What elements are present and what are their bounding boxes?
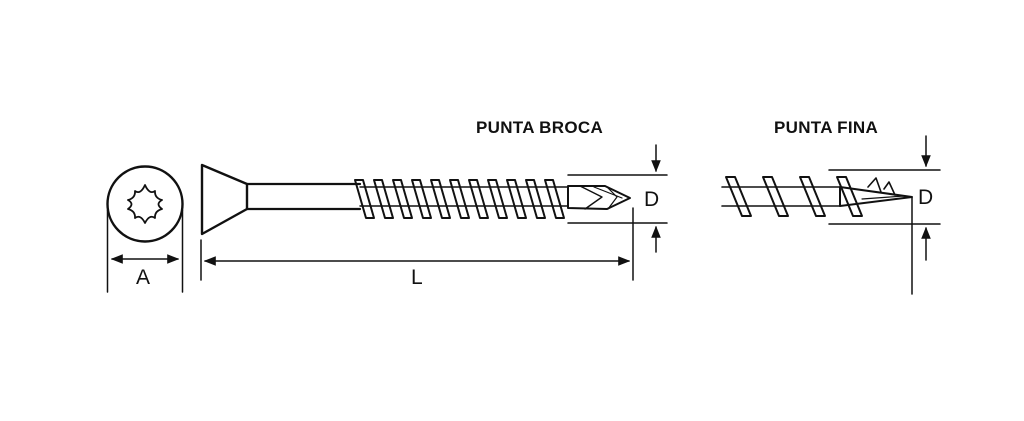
drill-tip-title: PUNTA BROCA — [476, 118, 604, 137]
dimension-d-fine — [828, 135, 941, 295]
fine-tip-point — [839, 186, 913, 207]
dimension-d-drill — [567, 144, 668, 253]
label-d-fine: D — [918, 186, 934, 209]
label-d-drill: D — [644, 188, 660, 211]
fine-tip-thread-turns — [725, 176, 863, 217]
drill-tip — [567, 185, 631, 210]
torx-recess-icon — [127, 184, 163, 224]
fine-tip-title: PUNTA FINA — [774, 118, 879, 137]
screw-head-top-view — [106, 165, 184, 243]
screw-fine-tip-view — [721, 176, 913, 217]
dimension-a — [106, 209, 184, 293]
label-l: L — [411, 266, 423, 289]
thread-turns — [354, 179, 565, 219]
screw-side-view — [200, 163, 631, 236]
dimension-l — [200, 207, 634, 281]
label-a: A — [136, 266, 151, 289]
